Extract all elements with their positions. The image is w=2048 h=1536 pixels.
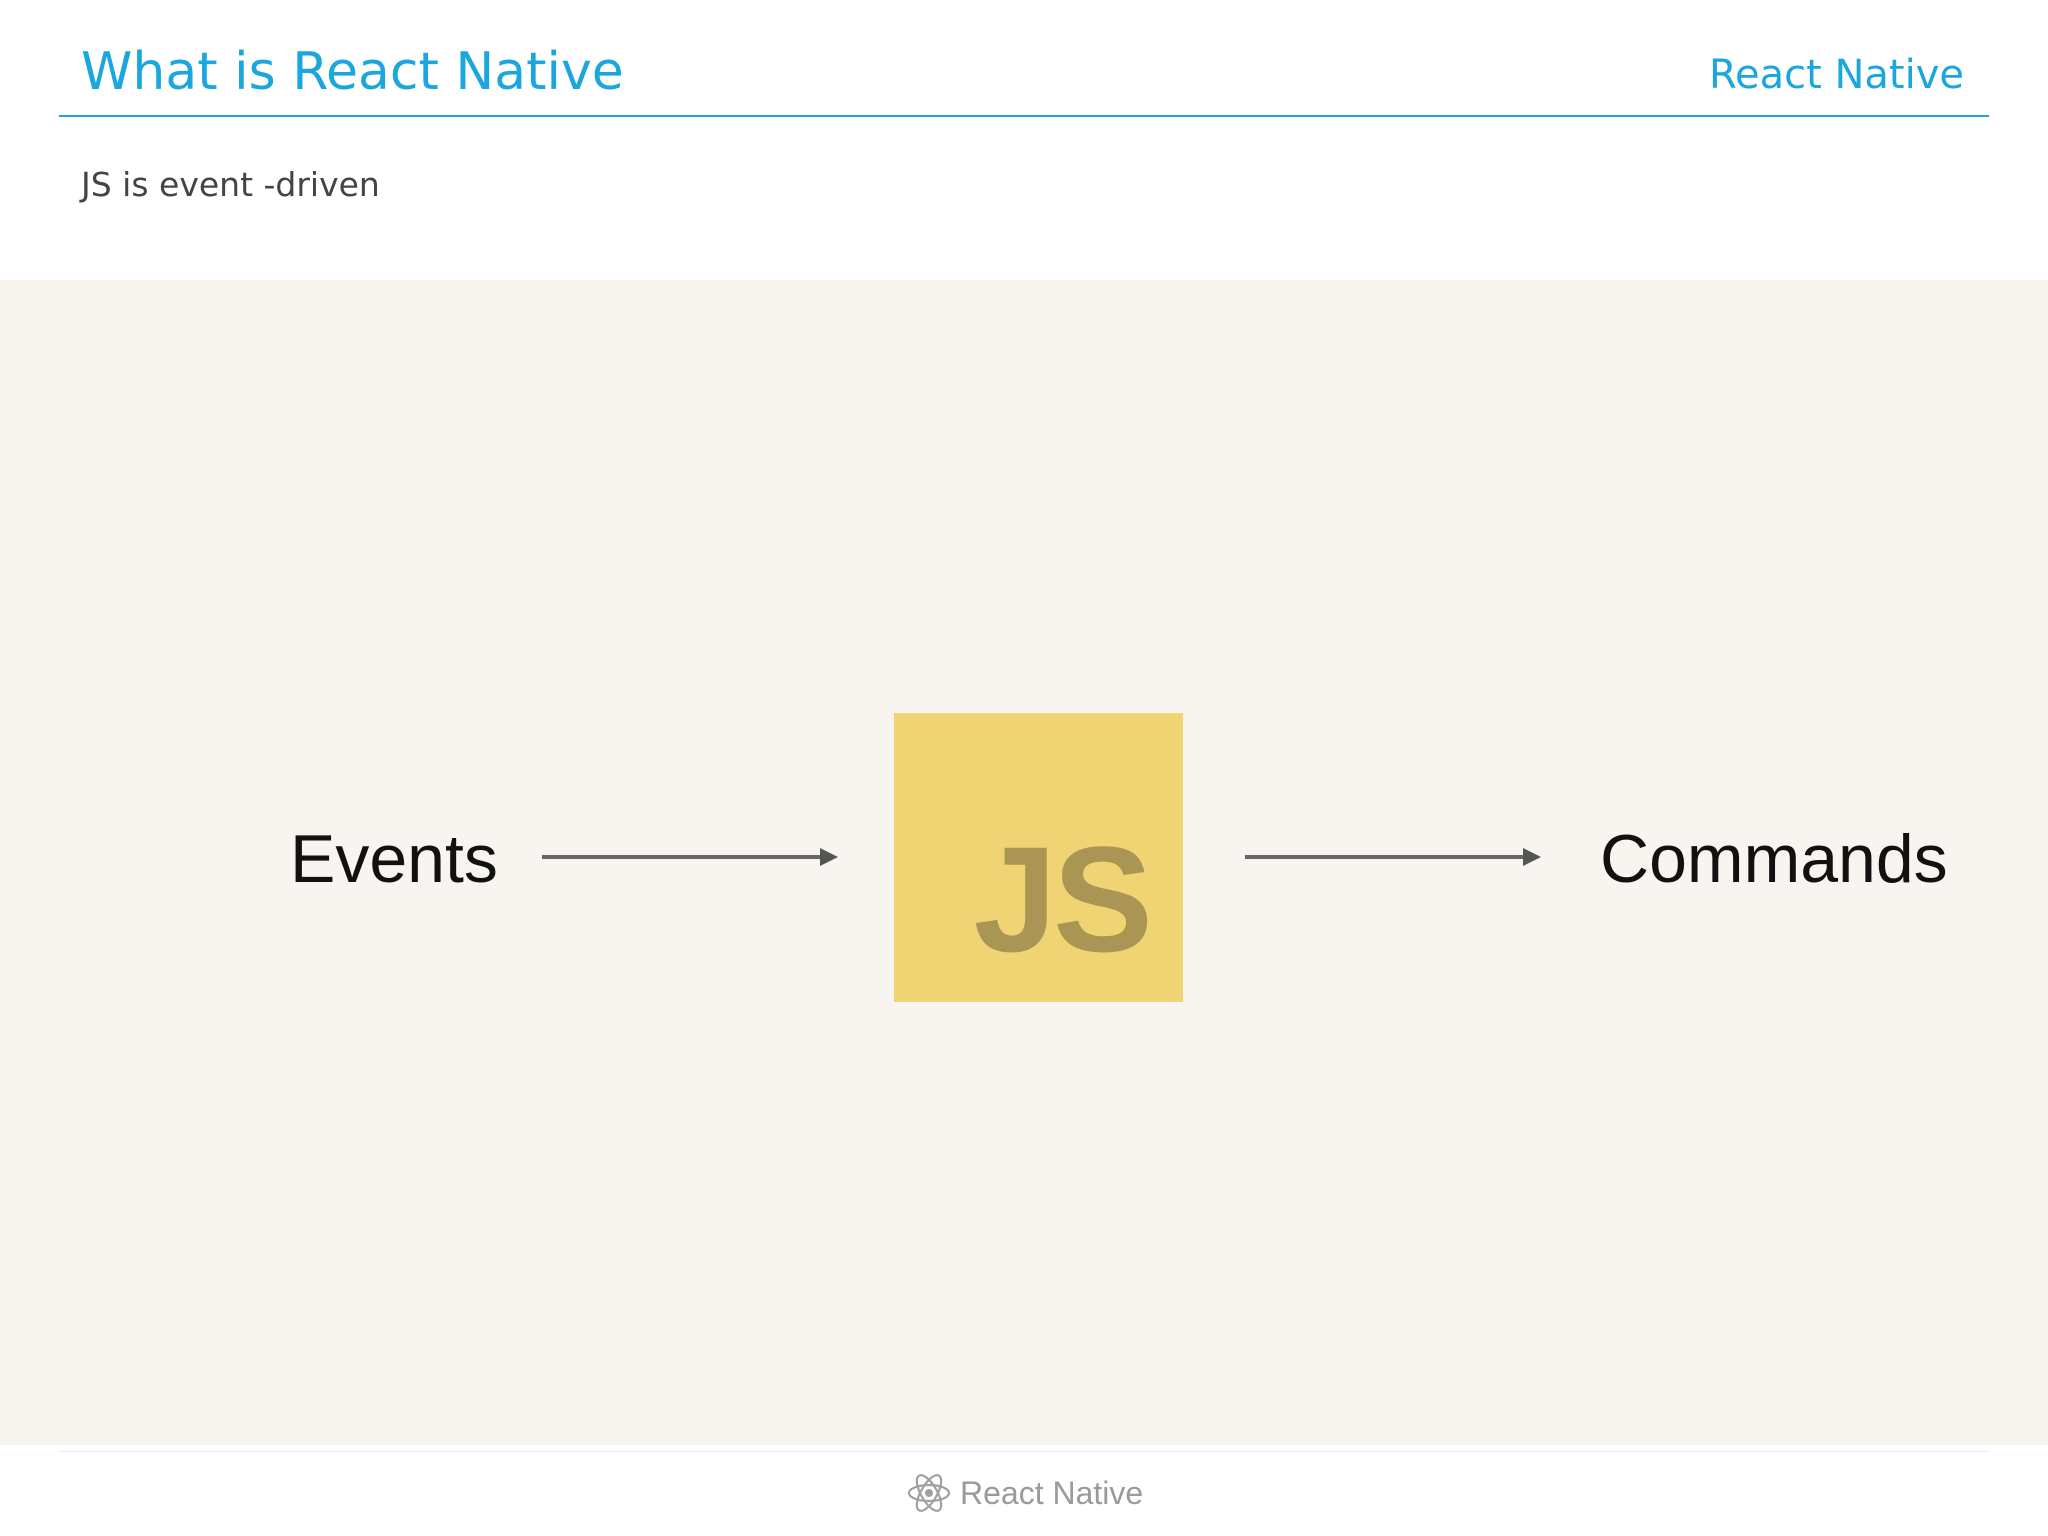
- slide-title: What is React Native: [81, 42, 624, 102]
- events-label: Events: [290, 821, 498, 897]
- diagram-area: Events JS Commands: [0, 280, 2048, 1445]
- js-logo-text: JS: [973, 815, 1153, 983]
- brand-label: React Native: [1708, 52, 1964, 98]
- header-divider: [59, 115, 1989, 117]
- footer-brand: React Native: [906, 1470, 1143, 1516]
- react-atom-icon: [907, 1474, 951, 1512]
- slide-footer: React Native: [0, 1452, 2048, 1536]
- arrow-js-to-commands: [1245, 848, 1541, 866]
- arrow-events-to-js: [542, 848, 838, 866]
- commands-label: Commands: [1600, 821, 1948, 897]
- slide-subtitle: JS is event -driven: [81, 165, 380, 204]
- js-logo: JS: [894, 713, 1183, 1002]
- footer-divider: [59, 1451, 1989, 1452]
- footer-label: React Native: [960, 1474, 1144, 1511]
- slide-header: What is React Native React Native JS is …: [0, 0, 2048, 280]
